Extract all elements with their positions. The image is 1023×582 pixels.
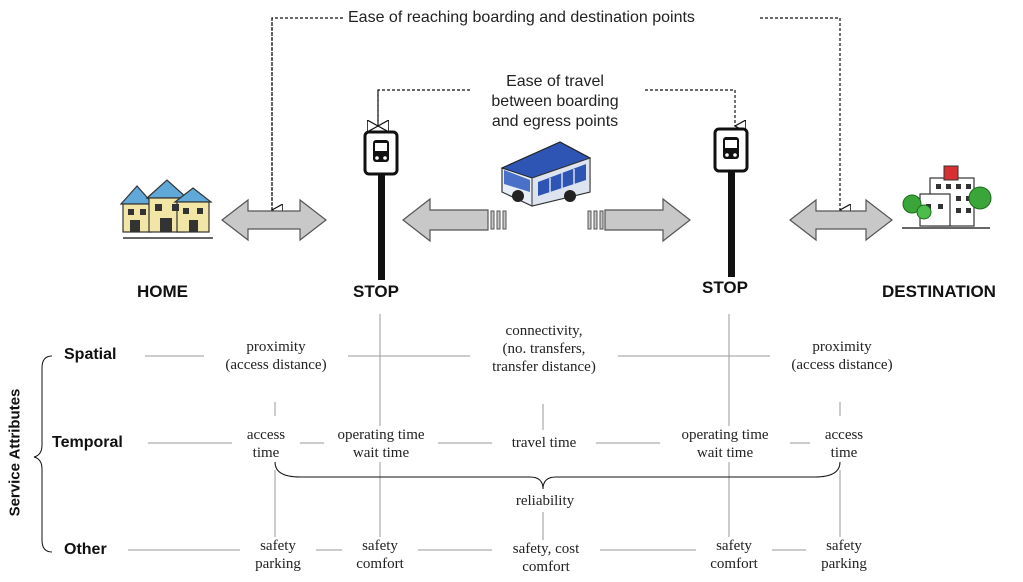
temporal-cell: operating time wait time [660,426,790,462]
travel-caption-line: and egress points [470,112,640,132]
bus-stop-sign-icon [363,130,399,280]
row-label-temporal: Temporal [52,434,123,451]
other-cell: safety parking [806,537,882,573]
cell-line: (access distance) [791,357,893,373]
cell-line: safety [260,538,296,554]
travel-dashed-bracket [378,89,480,126]
service-attributes-label: Service Attributes [6,388,24,517]
node-label-stop: STOP [353,282,399,301]
spatial-cell: proximity (access distance) [770,338,914,374]
other-cell: safety comfort [342,537,418,573]
cell-line: parking [821,556,867,572]
service-attributes-brace [33,355,53,553]
node-label-home: HOME [137,282,188,301]
cell-line: (no. transfers, [502,341,586,357]
spatial-cell: connectivity, (no. transfers, transfer d… [470,322,618,376]
node-label-destination: DESTINATION [882,282,996,301]
cell-line: operating time [681,427,769,443]
temporal-cell: access time [232,426,300,462]
cell-line: (access distance) [225,357,327,373]
other-cell: safety comfort [696,537,772,573]
bus-right-arrow [604,197,691,243]
other-cell: safety parking [240,537,316,573]
cell-line: proximity [812,339,872,355]
cell-line: operating time [337,427,425,443]
cell-line: access [824,427,864,443]
spatial-cell: proximity (access distance) [204,338,348,374]
cell-line: proximity [246,339,306,355]
temporal-cell: access time [810,426,878,462]
cell-line: travel time [511,435,577,451]
row-label-other: Other [64,541,107,558]
home-stop-double-arrow [221,198,327,242]
cell-line: wait time [696,445,754,461]
bus-stop-sign-icon [713,127,749,277]
cell-line: wait time [352,445,410,461]
cell-line: comfort [710,556,758,572]
cell-line: comfort [522,559,570,575]
reach-caption: Ease of reaching boarding and destinatio… [345,8,698,28]
hospital-icon [902,165,992,229]
cell-line: safety, cost [512,541,580,557]
temporal-cell: travel time [492,434,596,452]
stop-dest-double-arrow [789,198,893,242]
reliability-brace [274,461,841,490]
row-label-spatial: Spatial [64,346,117,363]
reliability-label: reliability [496,492,594,510]
cell-line: connectivity, [505,323,583,339]
cell-line: comfort [356,556,404,572]
cell-line: safety [362,538,398,554]
cell-line: time [252,445,280,461]
cell-line: access [246,427,286,443]
travel-caption-line: between boarding [470,92,640,112]
other-cell: safety, cost comfort [492,540,600,576]
cell-line: parking [255,556,301,572]
temporal-cell: operating time wait time [324,426,438,462]
houses-icon [119,179,213,239]
travel-caption: Ease of travel between boarding and egre… [470,72,640,132]
cell-line: time [830,445,858,461]
node-label-stop: STOP [702,278,748,297]
bus-icon [500,141,592,207]
cell-line: safety [826,538,862,554]
travel-caption-line: Ease of travel [470,72,640,92]
bus-left-arrow [402,197,489,243]
cell-line: transfer distance) [492,359,596,375]
cell-line: safety [716,538,752,554]
